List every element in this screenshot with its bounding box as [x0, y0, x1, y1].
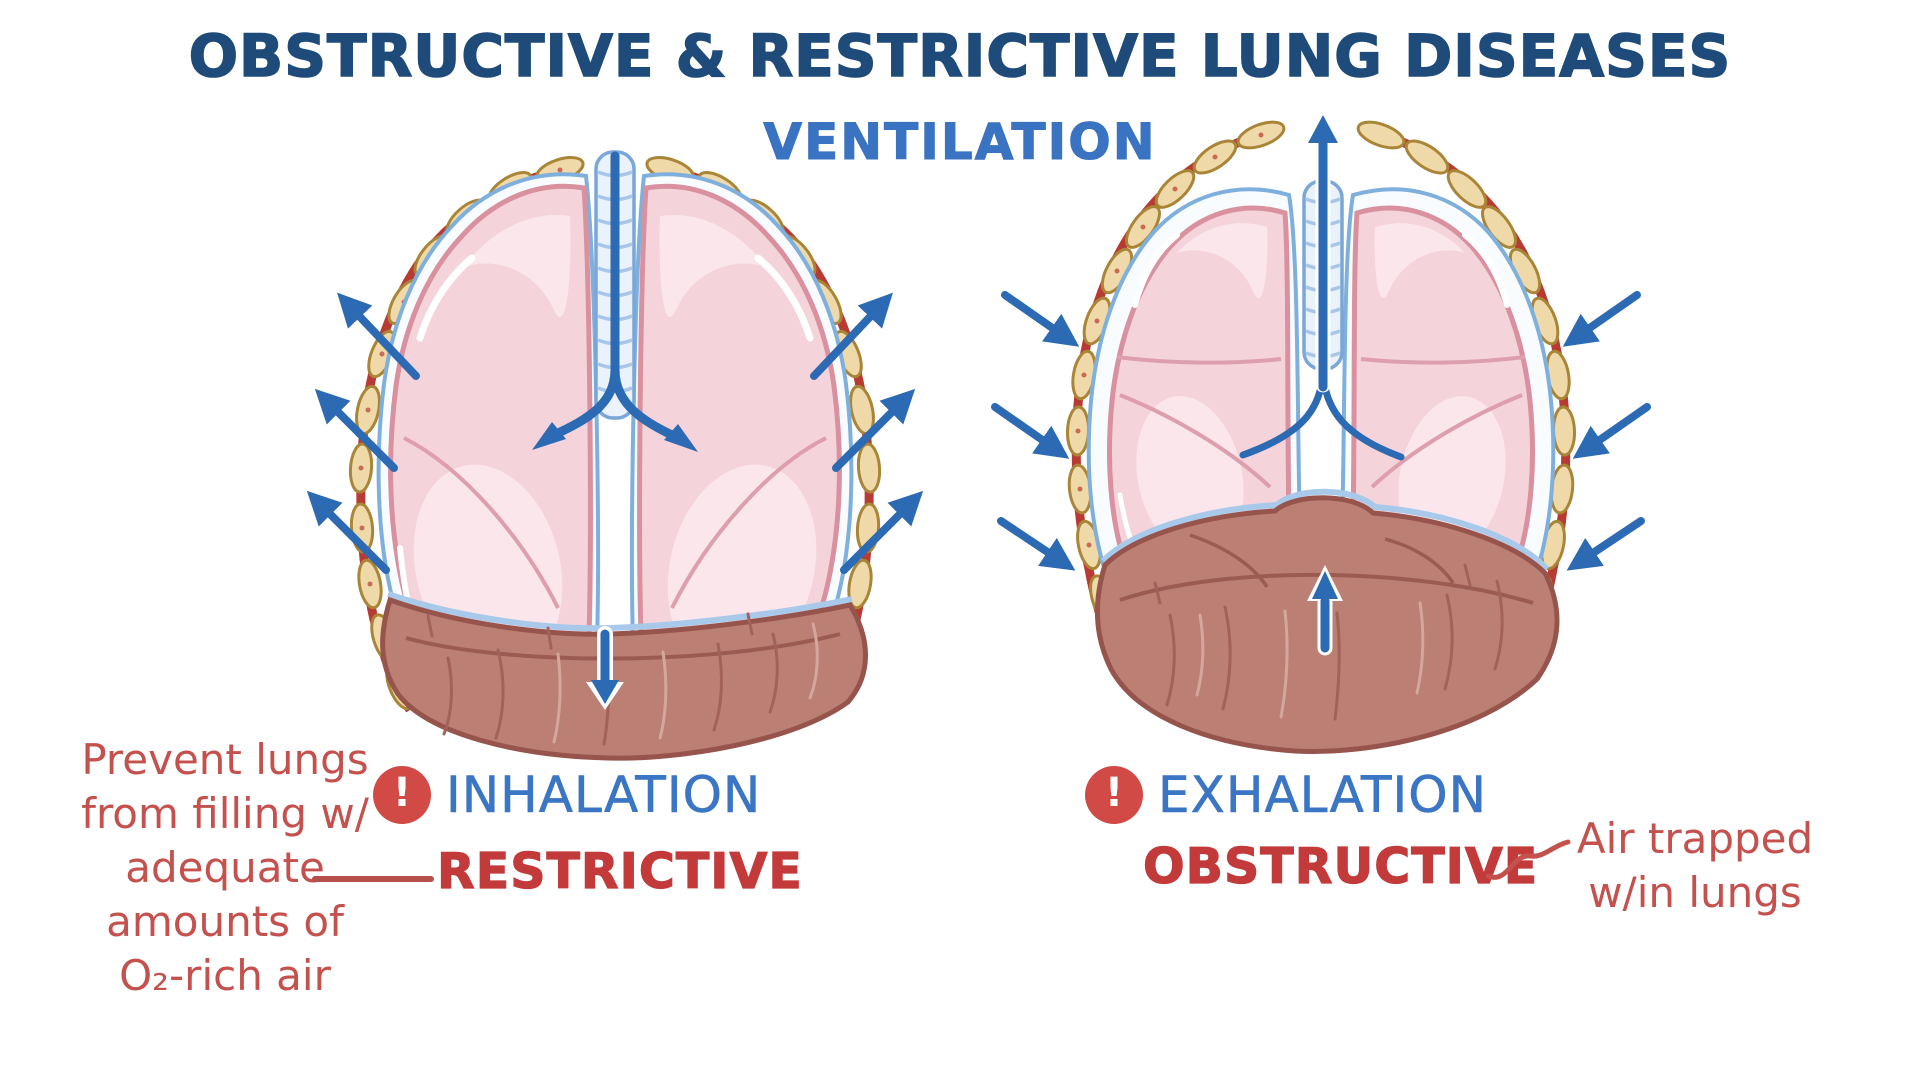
inhalation-label-row: ! INHALATION — [373, 766, 761, 824]
inhalation-airflow-arrow — [532, 151, 698, 452]
phase-label-exhalation: EXHALATION — [1158, 766, 1488, 825]
compression-arrows — [991, 291, 1651, 571]
expansion-arrows — [306, 292, 924, 574]
inhalation-lung-diagram — [306, 150, 924, 761]
right-lung — [630, 172, 854, 707]
rib-cage-left — [1065, 120, 1286, 682]
exhalation-label-row: ! EXHALATION — [1085, 766, 1487, 824]
alert-icon: ! — [373, 766, 431, 824]
phase-label-inhalation: INHALATION — [446, 766, 762, 825]
diaphragm — [1094, 488, 1560, 754]
page-title: OBSTRUCTIVE & RESTRICTIVE LUNG DISEASES — [188, 21, 1732, 91]
caption-line: Prevent lungs — [81, 735, 369, 784]
alert-icon: ! — [1085, 766, 1143, 824]
caption-line: O₂-rich air — [119, 951, 331, 1000]
diaphragm-down-arrow — [586, 626, 624, 710]
caption-line: Air trapped — [1576, 814, 1814, 863]
restrictive-caption: Prevent lungs from filling w/ adequate a… — [45, 733, 405, 1003]
caption-connector-line — [312, 876, 434, 882]
caption-connector-squiggle — [1486, 839, 1571, 880]
disease-label-obstructive: OBSTRUCTIVE — [1142, 837, 1539, 895]
caption-line: amounts of — [106, 897, 344, 946]
diaphragm — [380, 591, 868, 761]
left-lung — [376, 172, 600, 707]
exclamation-glyph: ! — [1104, 770, 1124, 816]
exclamation-glyph: ! — [392, 770, 412, 816]
diaphragm-up-arrow — [1307, 565, 1343, 656]
obstructive-caption: Air trapped w/in lungs — [1545, 812, 1845, 920]
caption-line: from filling w/ — [81, 789, 369, 838]
caption-line: adequate — [125, 843, 325, 892]
caption-line: w/in lungs — [1588, 868, 1802, 917]
page-subtitle: VENTILATION — [763, 112, 1157, 171]
exhalation-airflow-arrow — [1304, 109, 1342, 393]
exhalation-lung-diagram — [991, 109, 1651, 754]
disease-label-restrictive: RESTRICTIVE — [436, 842, 803, 900]
